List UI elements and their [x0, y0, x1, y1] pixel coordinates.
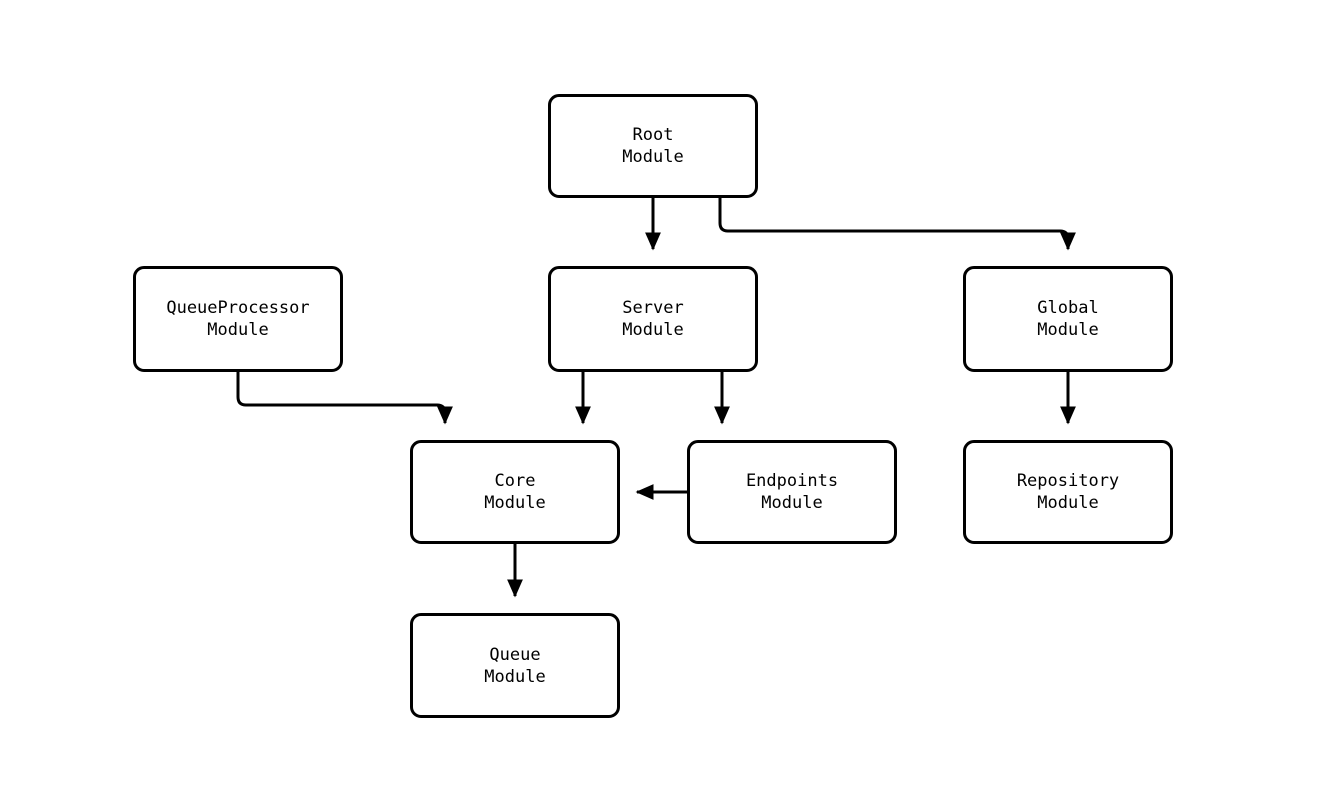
node-endpoints-module[interactable]: Endpoints Module [687, 440, 897, 544]
node-global-module-line2: Module [1037, 320, 1099, 340]
node-server-module[interactable]: Server Module [548, 266, 758, 372]
node-root-module-line2: Module [622, 147, 684, 167]
node-queue-module[interactable]: Queue Module [410, 613, 620, 718]
node-server-module-line2: Module [622, 320, 684, 340]
node-core-module[interactable]: Core Module [410, 440, 620, 544]
node-core-module-line2: Module [484, 493, 546, 513]
node-repository-module[interactable]: Repository Module [963, 440, 1173, 544]
node-queueprocessor-module-line2: Module [207, 320, 269, 340]
node-repository-module-line2: Module [1037, 493, 1099, 513]
node-global-module-line1: Global [1037, 298, 1099, 318]
node-queue-module-line2: Module [484, 666, 546, 687]
node-root-module-line1: Root [632, 125, 674, 145]
node-repository-module-line1: Repository [1016, 471, 1120, 491]
node-root-module[interactable]: Root Module [548, 94, 758, 198]
node-endpoints-module-line2: Module [761, 493, 823, 513]
node-queueprocessor-module-line1: QueueProcessor [166, 298, 310, 318]
node-queue-module-line1: Queue [489, 644, 541, 665]
node-core-module-line1: Core [494, 471, 536, 491]
edge-queueprocessor-to-core [236, 372, 453, 425]
node-server-module-line1: Server [622, 298, 684, 318]
edge-root-to-global [718, 198, 1076, 251]
node-queueprocessor-module[interactable]: QueueProcessor Module [133, 266, 343, 372]
node-global-module[interactable]: Global Module [963, 266, 1173, 372]
node-endpoints-module-line1: Endpoints [745, 471, 839, 491]
